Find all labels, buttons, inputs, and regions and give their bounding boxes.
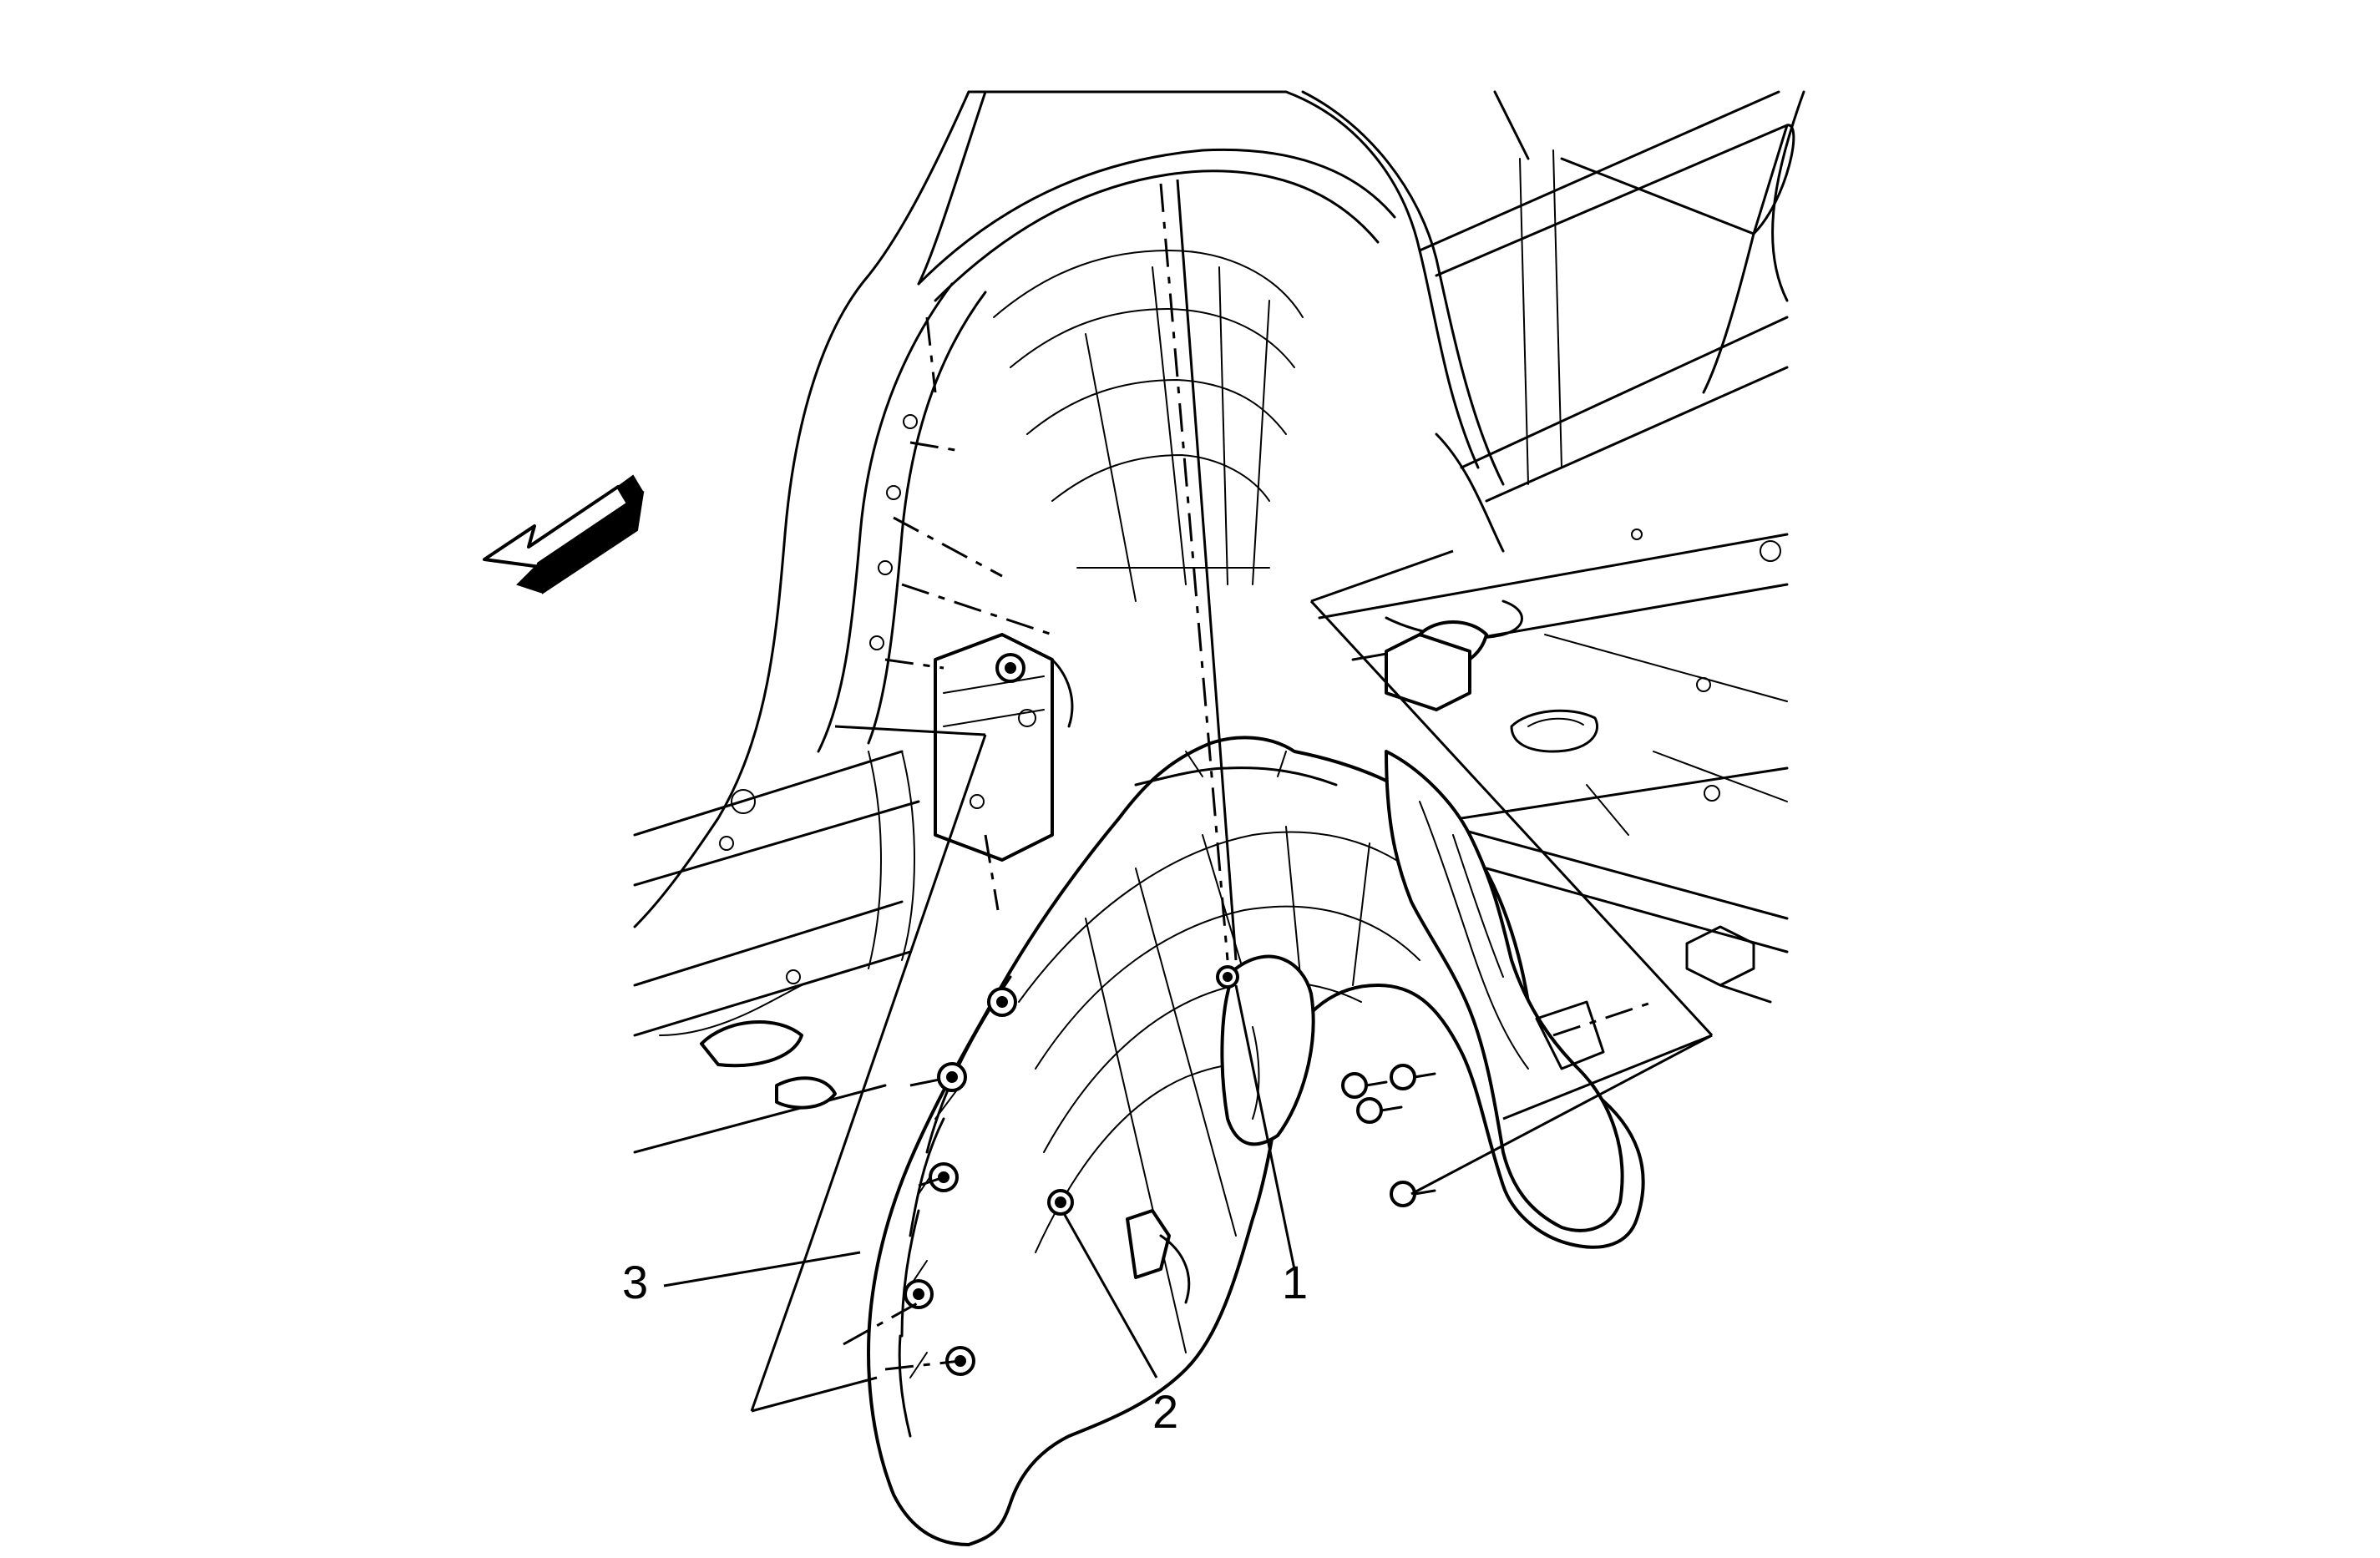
rear-screw-leader-a	[1309, 599, 1714, 1037]
liner-bolt	[1047, 1189, 1074, 1216]
bracket-nut	[995, 653, 1025, 683]
loose-screw	[1390, 1064, 1436, 1090]
rear-splash-shield	[1385, 750, 1624, 1232]
loose-screw	[1341, 1072, 1388, 1099]
callout-3-branch-d	[750, 1256, 808, 1412]
rear-screw-leader-d	[1502, 1034, 1713, 1120]
callout-1-leader	[1234, 984, 1296, 1270]
vehicle-body-structure	[633, 90, 1805, 1154]
callout-label-1: 1	[1282, 1256, 1308, 1308]
liner-screw	[1216, 965, 1239, 989]
installation-guide-lines	[843, 183, 1654, 1371]
push-pin-retainer	[987, 987, 1017, 1017]
callout-label-2: 2	[1152, 1385, 1178, 1438]
rear-screw-leader-c	[1410, 1034, 1713, 1196]
loose-screw	[1390, 1181, 1436, 1207]
front-direction-arrow-icon	[483, 474, 645, 594]
callout-2-leader	[1063, 1214, 1158, 1378]
callout-3-branch-c	[751, 1376, 878, 1413]
callout-3-branch-a	[804, 734, 987, 1257]
push-pin-retainer	[904, 1279, 934, 1309]
fasteners	[904, 653, 1436, 1376]
callout-leaders	[663, 179, 1714, 1413]
rear-screw-leader-b	[1310, 549, 1454, 603]
callout-3-leader	[663, 1251, 861, 1287]
loose-screw	[1356, 1097, 1403, 1124]
callout-1-leader-upper	[1176, 179, 1238, 961]
callout-label-3: 3	[622, 1256, 648, 1308]
callout-3-branch-b	[834, 725, 986, 736]
